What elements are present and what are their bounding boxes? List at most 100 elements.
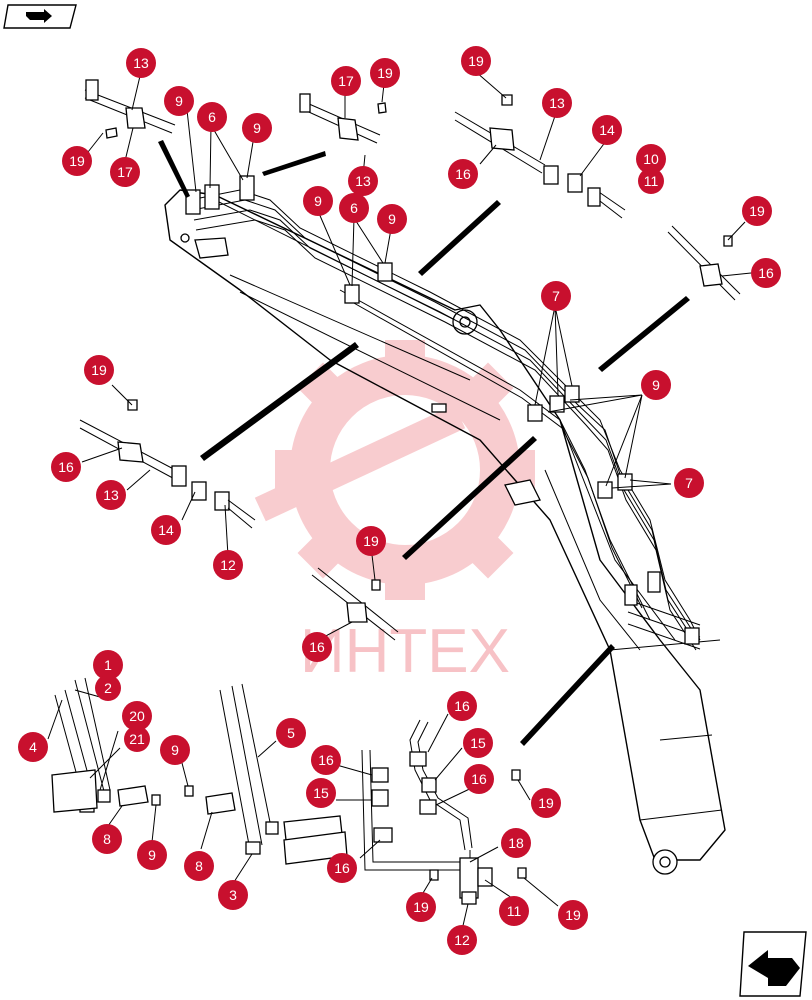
callout-16[interactable]: 16 <box>302 632 332 662</box>
callout-19[interactable]: 19 <box>461 46 491 76</box>
callout-19[interactable]: 19 <box>356 526 386 556</box>
callout-19[interactable]: 19 <box>531 788 561 818</box>
svg-text:17: 17 <box>117 164 133 180</box>
callout-16[interactable]: 16 <box>751 258 781 288</box>
callout-19[interactable]: 19 <box>742 196 772 226</box>
callout-16[interactable]: 16 <box>448 159 478 189</box>
svg-text:6: 6 <box>208 109 216 125</box>
callout-16[interactable]: 16 <box>447 691 477 721</box>
svg-text:6: 6 <box>350 200 358 216</box>
callout-1[interactable]: 1 <box>93 650 123 680</box>
callout-9[interactable]: 9 <box>164 86 194 116</box>
svg-text:5: 5 <box>287 725 295 741</box>
callout-12[interactable]: 12 <box>447 925 477 955</box>
callout-9[interactable]: 9 <box>242 113 272 143</box>
svg-text:13: 13 <box>355 173 371 189</box>
callout-17[interactable]: 17 <box>331 66 361 96</box>
svg-text:15: 15 <box>470 735 486 751</box>
callout-9[interactable]: 9 <box>303 186 333 216</box>
svg-text:9: 9 <box>253 120 261 136</box>
svg-text:19: 19 <box>565 907 581 923</box>
callout-4[interactable]: 4 <box>18 732 48 762</box>
boom-assembly <box>164 189 726 875</box>
svg-text:8: 8 <box>103 831 111 847</box>
svg-text:19: 19 <box>538 795 554 811</box>
svg-text:9: 9 <box>388 211 396 227</box>
svg-text:19: 19 <box>91 362 107 378</box>
callout-9[interactable]: 9 <box>377 204 407 234</box>
svg-text:14: 14 <box>599 122 615 138</box>
svg-text:16: 16 <box>58 459 74 475</box>
callout-16[interactable]: 16 <box>464 764 494 794</box>
svg-text:13: 13 <box>549 95 565 111</box>
svg-text:16: 16 <box>455 166 471 182</box>
callout-11[interactable]: 11 <box>638 168 664 194</box>
callout-10[interactable]: 10 <box>636 144 666 174</box>
detail-clamp-top-middle <box>299 93 387 144</box>
callout-16[interactable]: 16 <box>311 745 341 775</box>
callout-6[interactable]: 6 <box>339 193 369 223</box>
svg-text:8: 8 <box>195 858 203 874</box>
svg-text:19: 19 <box>377 65 393 81</box>
svg-text:12: 12 <box>454 932 470 948</box>
callout-16[interactable]: 16 <box>327 853 357 883</box>
svg-text:3: 3 <box>229 887 237 903</box>
svg-text:16: 16 <box>758 265 774 281</box>
svg-text:18: 18 <box>508 835 524 851</box>
callout-15[interactable]: 15 <box>463 728 493 758</box>
callout-14[interactable]: 14 <box>592 115 622 145</box>
callout-13[interactable]: 13 <box>126 48 156 78</box>
watermark-text: ИНТЕХ <box>300 617 510 686</box>
callout-8[interactable]: 8 <box>92 824 122 854</box>
callout-6[interactable]: 6 <box>197 102 227 132</box>
next-page-arrow-icon[interactable] <box>3 4 77 29</box>
svg-text:16: 16 <box>334 860 350 876</box>
svg-text:4: 4 <box>29 739 37 755</box>
svg-text:11: 11 <box>507 903 522 919</box>
svg-text:19: 19 <box>363 533 379 549</box>
callout-21[interactable]: 21 <box>124 726 150 752</box>
callout-17[interactable]: 17 <box>110 157 140 187</box>
leader-lines <box>47 71 752 931</box>
svg-text:7: 7 <box>685 475 693 491</box>
view-indicator-wedges <box>158 140 690 746</box>
svg-text:16: 16 <box>454 698 470 714</box>
previous-page-arrow-icon[interactable] <box>739 931 807 997</box>
callout-12[interactable]: 12 <box>213 550 243 580</box>
callout-15[interactable]: 15 <box>306 778 336 808</box>
callout-9[interactable]: 9 <box>160 735 190 765</box>
callout-13[interactable]: 13 <box>96 480 126 510</box>
svg-text:1: 1 <box>104 657 112 673</box>
callout-7[interactable]: 7 <box>674 468 704 498</box>
svg-text:13: 13 <box>133 55 149 71</box>
svg-text:7: 7 <box>552 288 560 304</box>
detail-hoses-bottom-left <box>51 677 348 865</box>
callout-11[interactable]: 11 <box>499 896 529 926</box>
svg-text:16: 16 <box>318 752 334 768</box>
callout-18[interactable]: 18 <box>501 828 531 858</box>
svg-text:13: 13 <box>103 487 119 503</box>
callout-13[interactable]: 13 <box>348 166 378 196</box>
callout-19[interactable]: 19 <box>370 58 400 88</box>
callout-9[interactable]: 9 <box>641 370 671 400</box>
callout-7[interactable]: 7 <box>541 281 571 311</box>
svg-text:21: 21 <box>129 731 145 747</box>
callout-8[interactable]: 8 <box>184 851 214 881</box>
svg-text:16: 16 <box>309 639 325 655</box>
svg-text:17: 17 <box>338 73 354 89</box>
callout-19[interactable]: 19 <box>84 355 114 385</box>
callout-5[interactable]: 5 <box>276 718 306 748</box>
callout-20[interactable]: 20 <box>122 701 152 731</box>
callout-9[interactable]: 9 <box>137 840 167 870</box>
callout-13[interactable]: 13 <box>542 88 572 118</box>
callout-14[interactable]: 14 <box>151 515 181 545</box>
callout-16[interactable]: 16 <box>51 452 81 482</box>
callout-19[interactable]: 19 <box>406 892 436 922</box>
callout-19[interactable]: 19 <box>558 900 588 930</box>
callout-2[interactable]: 2 <box>95 675 121 701</box>
callout-19[interactable]: 19 <box>62 146 92 176</box>
callout-3[interactable]: 3 <box>218 880 248 910</box>
detail-clamp-center <box>311 567 399 641</box>
svg-text:11: 11 <box>644 173 659 189</box>
